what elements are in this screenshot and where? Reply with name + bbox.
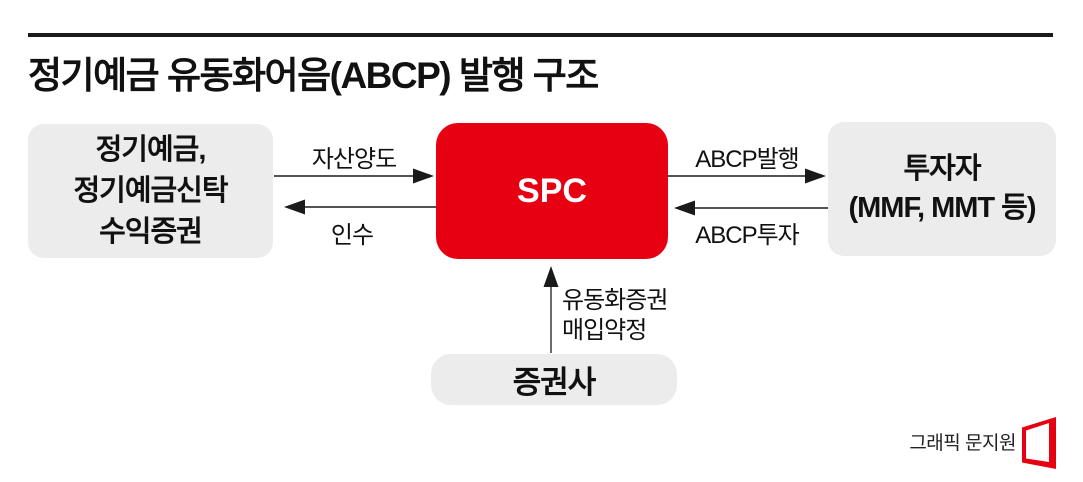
investors-box: 투자자 (MMF, MMT 등) bbox=[828, 122, 1056, 256]
deposit-assets-line: 정기예금신탁 bbox=[73, 174, 228, 207]
investors-line: 투자자 bbox=[903, 153, 981, 185]
deposit-assets-line: 수익증권 bbox=[99, 215, 203, 248]
label-abcp-issuance: ABCP발행 bbox=[695, 146, 800, 173]
spc-label: SPC bbox=[517, 171, 587, 210]
securities-firm-box: 증권사 bbox=[431, 354, 677, 405]
label-asset-transfer: 자산양도 bbox=[311, 146, 397, 173]
label-purchase-commitment: 유동화증권 매입약정 bbox=[562, 286, 668, 346]
arrow-acquisition bbox=[284, 199, 436, 215]
label-acquisition: 인수 bbox=[330, 222, 374, 249]
label-purchase-commitment-line: 매입약정 bbox=[562, 317, 647, 344]
label-purchase-commitment-line: 유동화증권 bbox=[562, 287, 668, 314]
investors-line: (MMF, MMT 등) bbox=[848, 192, 1036, 224]
publisher-logo-icon bbox=[1022, 417, 1056, 469]
deposit-assets-line: 정기예금, bbox=[95, 133, 207, 166]
securities-firm-label: 증권사 bbox=[512, 365, 597, 400]
label-abcp-investment: ABCP투자 bbox=[695, 222, 800, 249]
spc-box: SPC bbox=[436, 123, 668, 259]
arrow-purchase-commitment bbox=[543, 266, 559, 353]
graphic-credit-label: 그래픽 문지원 bbox=[909, 433, 1016, 454]
deposit-assets-box: 정기예금, 정기예금신탁 수익증권 bbox=[28, 124, 273, 258]
arrow-abcp-investment bbox=[674, 200, 828, 216]
top-rule bbox=[28, 33, 1053, 37]
page-title: 정기예금 유동화어음(ABCP) 발행 구조 bbox=[28, 55, 599, 96]
